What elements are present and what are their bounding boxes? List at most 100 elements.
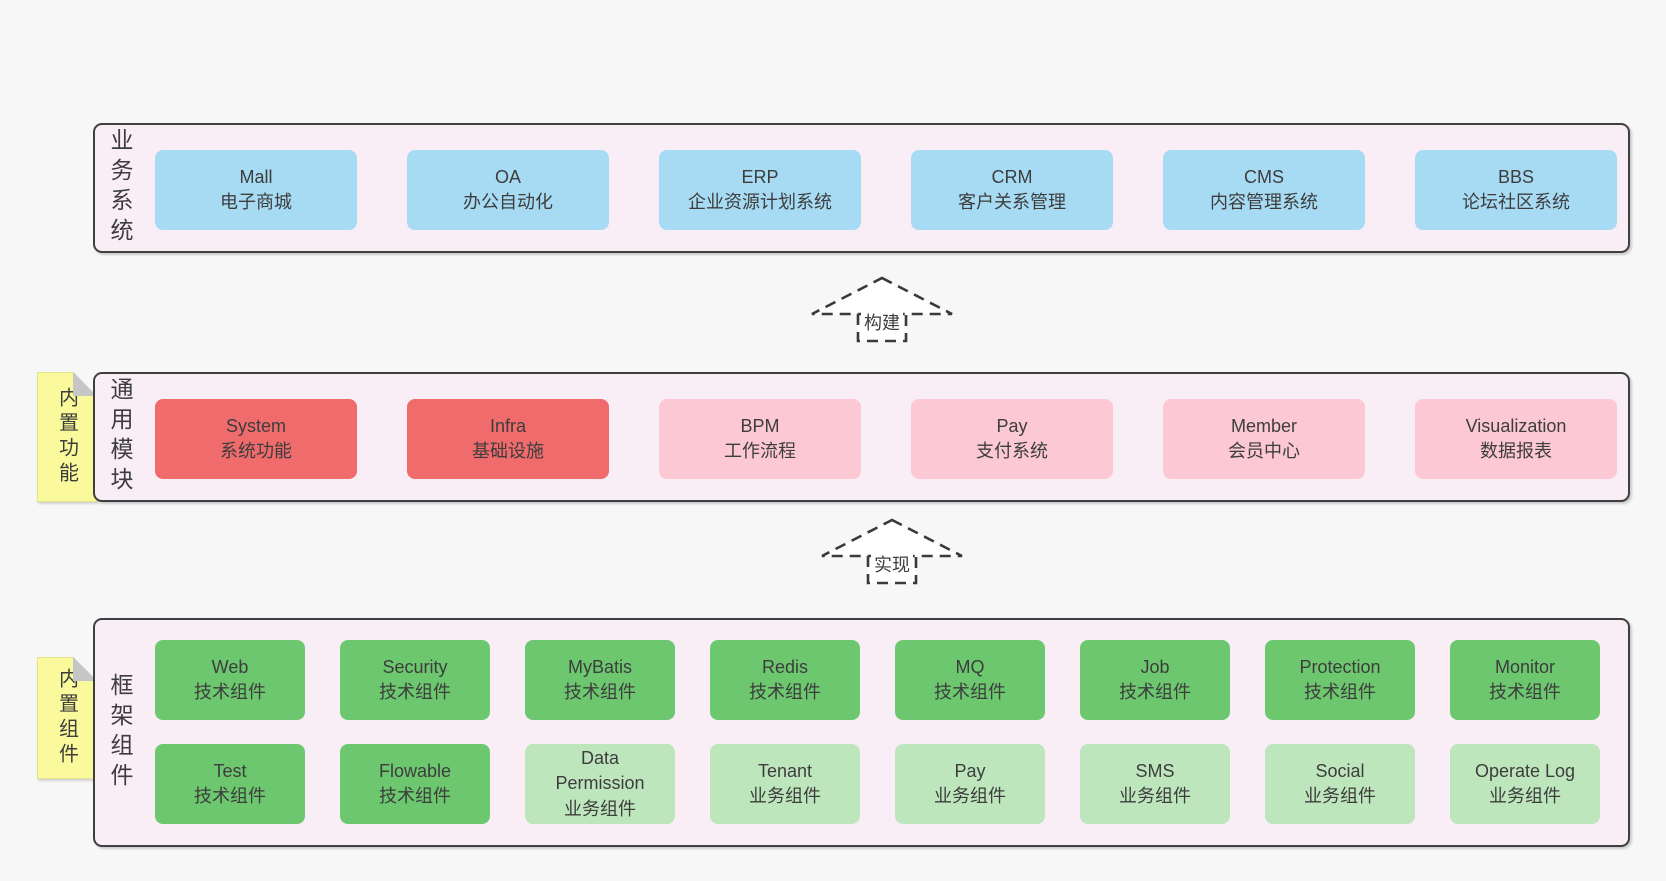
business-box-row: Mall 电子商城 OA 办公自动化 ERP 企业资源计划系统 CRM 客户关系管理 CMS 内容…	[155, 150, 1617, 230]
box-title-en: System	[225, 415, 286, 436]
panel-label-framework-components: 框架组件	[107, 672, 133, 793]
box-title-en: Monitor	[1494, 656, 1556, 677]
box-subtitle-zh: 基础设施	[472, 441, 544, 461]
box-mq: MQ 技术组件	[895, 640, 1045, 720]
box-system: System 系统功能	[155, 399, 357, 479]
box-title-en: ERP	[741, 166, 779, 187]
box-web: Web 技术组件	[155, 640, 305, 720]
box-data-permission: Data Permission 业务组件	[525, 744, 675, 824]
box-subtitle-zh: 支付系统	[976, 441, 1048, 461]
box-subtitle-zh: 技术组件	[1304, 682, 1376, 702]
box-title-en: Web	[211, 656, 249, 677]
box-subtitle-zh: 技术组件	[379, 786, 451, 806]
box-mybatis: MyBatis 技术组件	[525, 640, 675, 720]
box-subtitle-zh: 业务组件	[1304, 786, 1376, 806]
box-subtitle-zh: 技术组件	[379, 682, 451, 702]
box-subtitle-zh: 业务组件	[934, 786, 1006, 806]
box-protection: Protection 技术组件	[1265, 640, 1415, 720]
box-subtitle-zh: 企业资源计划系统	[688, 192, 832, 212]
box-title-en: Mall	[239, 166, 273, 187]
box-subtitle-zh: 电子商城	[220, 192, 292, 212]
panel-business-systems: 业务系统 Mall 电子商城 OA 办公自动化 ERP 企业资源计划系统 CRM 客户关系管理…	[93, 123, 1630, 253]
box-subtitle-zh: 系统功能	[220, 441, 292, 461]
sticky-note-built-in-components: 内置组件	[37, 657, 97, 779]
box-title-en: Member	[1230, 415, 1297, 436]
box-subtitle-zh: 技术组件	[564, 682, 636, 702]
box-social: Social 业务组件	[1265, 744, 1415, 824]
box-mall: Mall 电子商城	[155, 150, 357, 230]
box-title-en: Security	[382, 656, 448, 677]
box-monitor: Monitor 技术组件	[1450, 640, 1600, 720]
box-security: Security 技术组件	[340, 640, 490, 720]
box-subtitle-zh: 技术组件	[194, 682, 266, 702]
box-tenant: Tenant 业务组件	[710, 744, 860, 824]
sticky-note-label: 内置组件	[55, 668, 78, 768]
panel-label-common-modules: 通用模块	[107, 377, 133, 497]
box-bpm: BPM 工作流程	[659, 399, 861, 479]
panel-label-business-systems: 业务系统	[107, 128, 133, 248]
box-title-en: Protection	[1299, 656, 1381, 677]
box-title-en: Test	[213, 760, 247, 781]
box-subtitle-zh: 技术组件	[749, 682, 821, 702]
box-erp: ERP 企业资源计划系统	[659, 150, 861, 230]
box-subtitle-zh: 办公自动化	[463, 192, 553, 212]
box-pay: Pay 支付系统	[911, 399, 1113, 479]
box-subtitle-zh: 业务组件	[1119, 786, 1191, 806]
arrow-implement: 实现	[817, 515, 967, 585]
box-subtitle-zh: 业务组件	[749, 786, 821, 806]
box-title-en: Job	[1140, 656, 1170, 677]
box-subtitle-zh: 技术组件	[194, 786, 266, 806]
arrow-build: 构建	[807, 273, 957, 343]
sticky-note-built-in-features: 内置功能	[37, 372, 97, 502]
box-subtitle-zh: 技术组件	[1119, 682, 1191, 702]
box-visualization: Visualization 数据报表	[1415, 399, 1617, 479]
box-redis: Redis 技术组件	[710, 640, 860, 720]
box-title-en: Infra	[489, 415, 527, 436]
box-title-en: CRM	[991, 166, 1033, 187]
box-title-en: Pay	[996, 415, 1028, 436]
panel-common-modules: 通用模块 System 系统功能 Infra 基础设施 BPM 工作流程 Pay 支付系统 Me…	[93, 372, 1630, 502]
box-title-en: Visualization	[1465, 415, 1567, 436]
box-oa: OA 办公自动化	[407, 150, 609, 230]
box-title-en: Flowable	[378, 760, 452, 781]
box-title-en: Data Permission	[555, 748, 645, 794]
arrow-implement-label: 实现	[871, 551, 913, 577]
box-flowable: Flowable 技术组件	[340, 744, 490, 824]
box-title-en: MyBatis	[567, 656, 632, 677]
box-title-en: SMS	[1135, 760, 1175, 781]
box-subtitle-zh: 技术组件	[1489, 682, 1561, 702]
arrow-build-label: 构建	[861, 309, 903, 335]
box-subtitle-zh: 数据报表	[1480, 441, 1552, 461]
box-subtitle-zh: 会员中心	[1228, 441, 1300, 461]
box-title-en: OA	[494, 166, 521, 187]
box-subtitle-zh: 业务组件	[1489, 786, 1561, 806]
box-title-en: Pay	[954, 760, 986, 781]
box-test: Test 技术组件	[155, 744, 305, 824]
box-member: Member 会员中心	[1163, 399, 1365, 479]
box-pay: Pay 业务组件	[895, 744, 1045, 824]
box-crm: CRM 客户关系管理	[911, 150, 1113, 230]
modules-box-row: System 系统功能 Infra 基础设施 BPM 工作流程 Pay 支付系统 Member 会…	[155, 399, 1617, 479]
box-title-en: Social	[1315, 760, 1365, 781]
box-subtitle-zh: 技术组件	[934, 682, 1006, 702]
box-subtitle-zh: 业务组件	[564, 798, 636, 819]
box-subtitle-zh: 论坛社区系统	[1462, 192, 1570, 212]
box-job: Job 技术组件	[1080, 640, 1230, 720]
box-title-en: BPM	[740, 415, 780, 436]
box-title-en: CMS	[1244, 166, 1284, 187]
box-bbs: BBS 论坛社区系统	[1415, 150, 1617, 230]
box-title-en: MQ	[955, 656, 985, 677]
box-title-en: BBS	[1497, 166, 1535, 187]
box-subtitle-zh: 客户关系管理	[958, 192, 1066, 212]
box-cms: CMS 内容管理系统	[1163, 150, 1365, 230]
box-infra: Infra 基础设施	[407, 399, 609, 479]
box-title-en: Tenant	[757, 760, 813, 781]
box-subtitle-zh: 工作流程	[724, 441, 796, 461]
box-subtitle-zh: 内容管理系统	[1210, 192, 1318, 212]
box-title-en: Redis	[761, 656, 809, 677]
